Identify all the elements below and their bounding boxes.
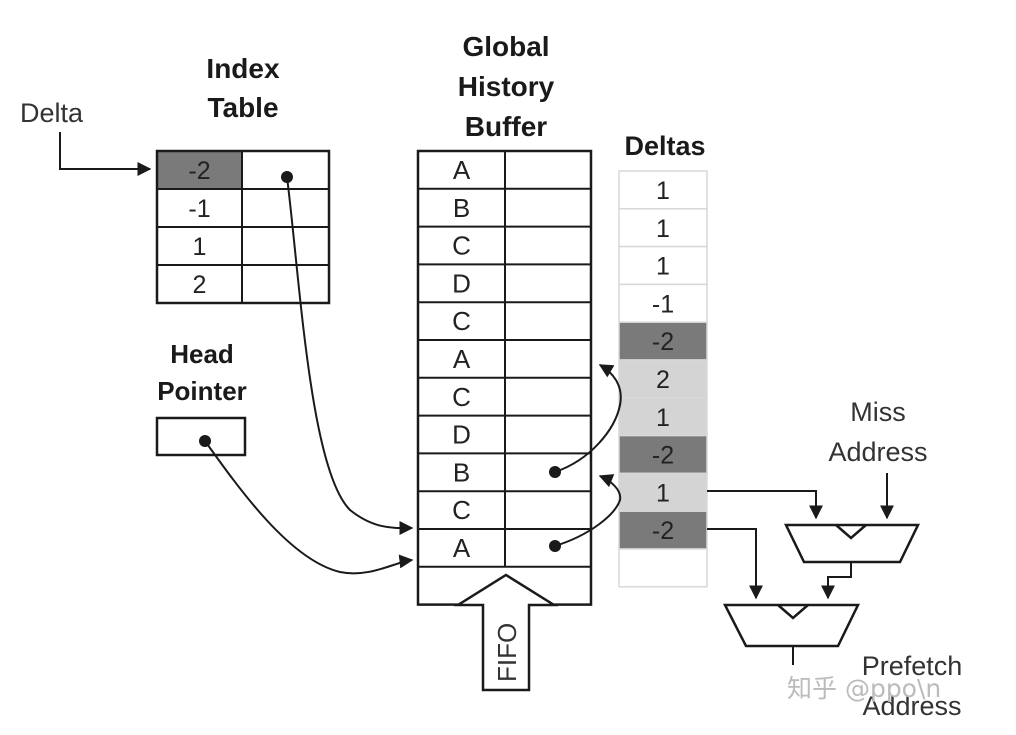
wire-delta-to-adder1 xyxy=(707,490,823,520)
ghb-title-1: Global xyxy=(462,31,549,62)
ghb-address: C xyxy=(452,382,471,412)
index-to-ghb-arrow xyxy=(286,176,414,536)
ghb-link-arrow-a xyxy=(554,474,622,547)
delta-cell xyxy=(618,321,708,361)
wire-adder1-to-adder2 xyxy=(821,562,852,600)
delta-cell xyxy=(618,245,708,286)
head-pointer-box xyxy=(155,416,247,457)
index-table-key: -2 xyxy=(188,157,210,185)
delta-value: 2 xyxy=(656,366,670,394)
delta-label: Delta xyxy=(20,98,84,128)
index-table-title-2: Table xyxy=(207,92,278,123)
delta-cell xyxy=(618,434,708,475)
ghb-title-2: History xyxy=(458,71,555,102)
index-table-key: 1 xyxy=(193,233,207,261)
delta-value: -2 xyxy=(652,328,674,356)
head-pointer-title-2: Pointer xyxy=(157,376,247,406)
ghb-address: A xyxy=(453,533,471,563)
delta-value: 1 xyxy=(656,479,670,507)
deltas-title: Deltas xyxy=(624,131,705,161)
ghb-address: C xyxy=(452,231,471,261)
ghb-address: C xyxy=(452,495,471,525)
deltas-column: 1 1 1 -1 -2 2 1 -2 1 -2 xyxy=(618,170,708,588)
prefetch-address-label-2: Address xyxy=(862,691,961,721)
ghb-address: D xyxy=(452,420,471,450)
ghb-title-3: Buffer xyxy=(465,111,548,142)
index-table-title-1: Index xyxy=(206,53,280,84)
delta-value: 1 xyxy=(656,215,670,243)
ghb-address: D xyxy=(452,268,471,298)
ghb-address: B xyxy=(453,457,470,487)
ghb-address: B xyxy=(453,193,470,223)
fifo-arrow xyxy=(453,573,559,692)
head-pointer-arrow xyxy=(204,440,414,575)
delta-value: 1 xyxy=(656,404,670,432)
delta-input-arrow xyxy=(59,132,152,176)
delta-value: -2 xyxy=(652,442,674,470)
index-cell-highlight xyxy=(157,151,242,189)
adder-1-notch xyxy=(835,524,867,540)
index-table-key: 2 xyxy=(193,271,207,299)
head-pointer-title-1: Head xyxy=(170,339,234,369)
delta-cell xyxy=(618,548,708,588)
watermark: 知乎 @ppo\n xyxy=(787,674,941,703)
wire-delta-to-adder2 xyxy=(707,528,763,600)
delta-value: -2 xyxy=(652,517,674,545)
prefetch-address-label-1: Prefetch xyxy=(862,651,963,681)
ghb-link-arrow-b xyxy=(554,364,622,473)
ghb-address: A xyxy=(453,155,471,185)
index-table-border xyxy=(155,149,331,305)
fifo-label: FIFO xyxy=(492,623,522,682)
delta-value: 1 xyxy=(656,177,670,205)
delta-value: -1 xyxy=(652,290,674,318)
ghb-address: C xyxy=(452,306,471,336)
miss-address-label-1: Miss xyxy=(850,397,906,427)
adder-2-notch xyxy=(777,604,809,620)
delta-cell xyxy=(618,359,708,399)
ghb-address: A xyxy=(453,344,471,374)
adder-1 xyxy=(784,523,920,564)
miss-address-label-2: Address xyxy=(828,437,927,467)
delta-value: 1 xyxy=(656,253,670,281)
index-table: -2 -1 1 2 xyxy=(155,149,331,305)
adder-2 xyxy=(722,603,861,648)
index-table-key: -1 xyxy=(188,195,210,223)
